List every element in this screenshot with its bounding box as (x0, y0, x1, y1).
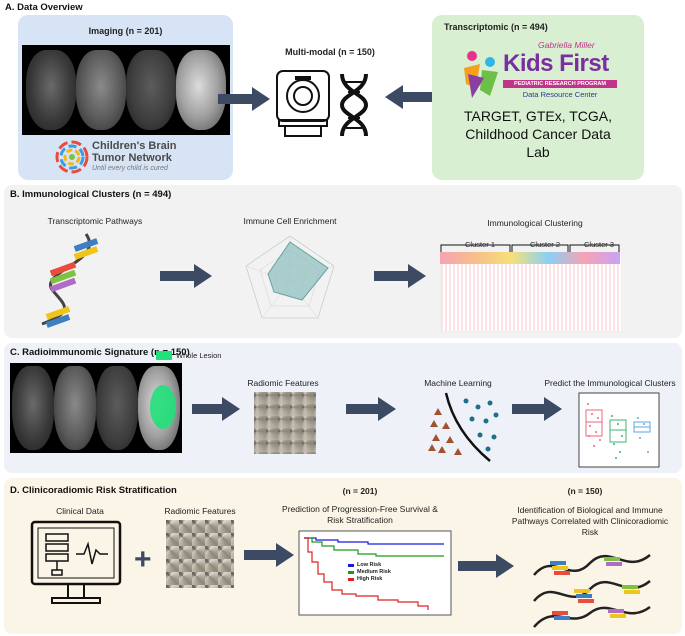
brain-scan-2 (76, 50, 126, 130)
arrow-enrichment-to-clustering (374, 264, 426, 288)
cbtn-logo-icon (55, 140, 89, 174)
legend-high-risk: High Risk (357, 576, 383, 582)
ml-label: Machine Learning (424, 378, 492, 388)
sources-line1: TARGET, GTEx, TCGA, (463, 108, 613, 124)
id-line1: Identification of Biological and Immune (517, 505, 663, 515)
pfs-line1: Prediction of Progression-Free Survival … (282, 504, 438, 514)
radiomic-matrix-d (166, 520, 234, 588)
section-b-title: B. Immunological Clusters (n = 494) (10, 189, 172, 200)
section-c-title: C. Radioimmunomic Signature (n = 150) (10, 347, 190, 358)
transcriptomic-label: Transcriptomic (n = 494) (444, 22, 548, 32)
arrow-imaging-to-multimodal (218, 87, 270, 111)
id-line2: Pathways Correlated with Clinicoradiomic (511, 516, 669, 526)
km-survival-plot (298, 530, 452, 616)
boxplot-icon (578, 392, 660, 468)
cluster-1-label: Cluster 1 (465, 240, 496, 249)
lesion-legend-swatch (156, 351, 172, 360)
arrow-pathways-to-enrichment (160, 264, 212, 288)
cbtn-name-line1: Children's Brain (92, 140, 177, 152)
legend-low-risk: Low Risk (357, 562, 382, 568)
enrichment-label: Immune Cell Enrichment (243, 216, 337, 226)
pathways-label: Transcriptomic Pathways (47, 216, 143, 226)
plus-icon: + (134, 543, 152, 576)
sources-line3: Lab (526, 144, 550, 160)
kids-first-band: PEDIATRIC RESEARCH PROGRAM (503, 80, 617, 88)
radiomic-matrix-c (254, 392, 316, 454)
sources-line2: Childhood Cancer Data (465, 126, 611, 142)
brain-scan-4 (176, 50, 226, 130)
section-d-title: D. Clinicoradiomic Risk Stratification (10, 485, 177, 496)
km-legend (348, 564, 354, 581)
cbtn-name-line2: Tumor Network (92, 152, 172, 164)
dna-icon (339, 73, 369, 137)
pfs-line2: Risk Stratification (327, 515, 393, 525)
multimodal-label: Multi-modal (n = 150) (285, 47, 375, 57)
kids-first-sub: Data Resource Center (522, 90, 598, 99)
brain-scan-c2 (54, 366, 96, 450)
cluster-2-label: Cluster 2 (530, 240, 561, 249)
ml-classifier-icon (428, 392, 499, 462)
arrow-pfs-to-pathways (458, 554, 514, 578)
kids-first-gabriella: Gabriella Miller (538, 40, 595, 50)
n201-label: (n = 201) (342, 486, 378, 496)
clustering-heatmap (440, 252, 622, 332)
radiomic-label-d: Radiomic Features (164, 506, 236, 516)
arrow-ml-to-predict (512, 397, 562, 421)
lesion-legend-label: Whole Lesion (176, 351, 222, 360)
arrow-transcriptomic-to-multimodal (385, 85, 437, 109)
dna-pathways-icon (41, 233, 99, 328)
clustering-label: Immunological Clustering (487, 218, 583, 228)
cluster-3-label: Cluster 3 (584, 240, 615, 249)
n150-label: (n = 150) (567, 486, 603, 496)
mri-scanner-icon (276, 70, 330, 137)
brain-scan-1 (26, 50, 76, 130)
legend-medium-risk: Medium Risk (357, 569, 391, 575)
radar-chart (245, 235, 335, 319)
section-a-title: A. Data Overview (5, 2, 83, 13)
brain-scan-c1 (12, 366, 54, 450)
radiomic-label-c: Radiomic Features (247, 378, 319, 388)
arrow-radiomic-to-ml (346, 397, 396, 421)
arrow-lesion-to-radiomic (192, 397, 240, 421)
heatmap-top-band (440, 252, 620, 264)
lesion-mask (150, 385, 176, 429)
dna-strands-icon (533, 554, 651, 628)
transcriptomic-panel (432, 15, 644, 180)
arrow-inputs-to-pfs (244, 543, 294, 567)
brain-scan-3 (126, 50, 176, 130)
cluster-brackets (440, 244, 620, 252)
brain-scan-c3 (96, 366, 138, 450)
clinical-data-label: Clinical Data (56, 506, 104, 516)
kids-first-figures-icon (464, 51, 498, 98)
predict-label: Predict the Immunological Clusters (544, 378, 676, 388)
imaging-label: Imaging (n = 201) (88, 26, 163, 36)
cbtn-tagline: Until every child is cured (92, 165, 168, 172)
id-line3: Risk (581, 527, 599, 537)
monitor-icon (30, 520, 122, 604)
kids-first-name: Kids First (503, 50, 609, 77)
